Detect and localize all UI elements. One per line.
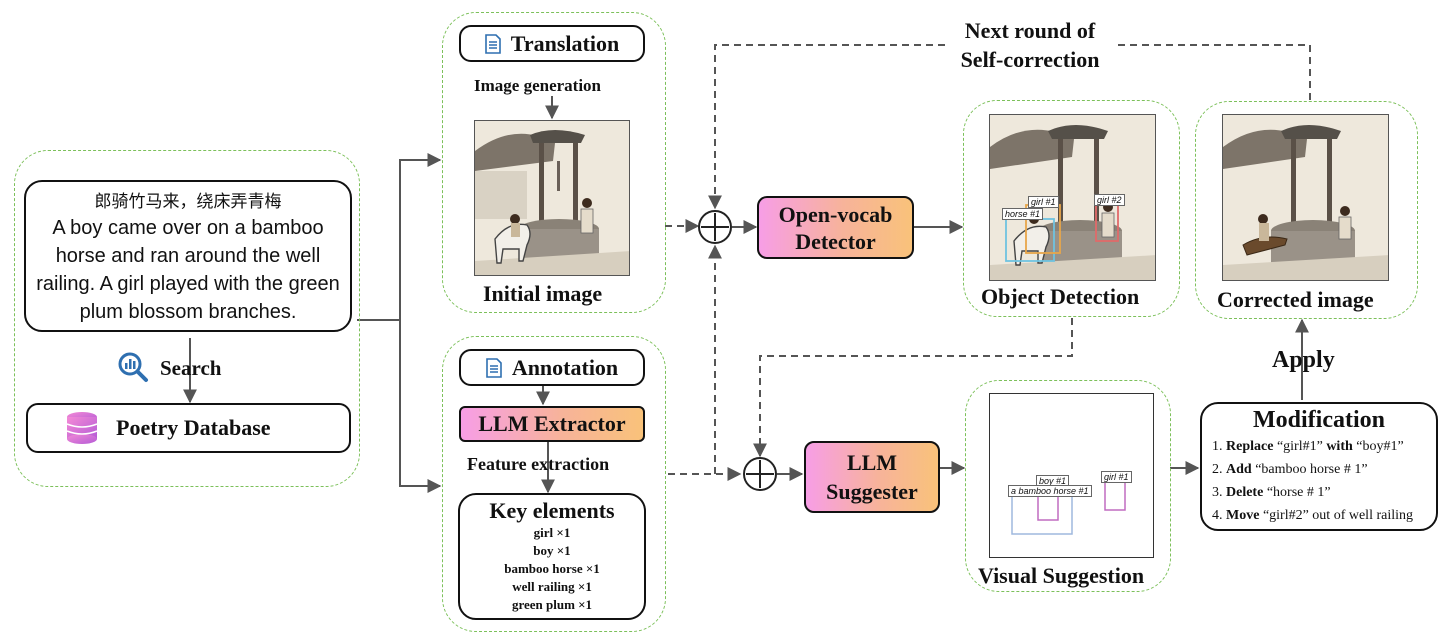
suggestion-tag: a bamboo horse #1 [1008, 485, 1092, 497]
object-detection-label: Object Detection [981, 284, 1140, 309]
poetry-database-box: Poetry Database [26, 403, 351, 453]
poem-chinese: 郎骑竹马来，绕床弄青梅 [94, 191, 282, 212]
key-elements-title: Key elements [489, 498, 615, 523]
corrected-image-label: Corrected image [1217, 287, 1374, 312]
llm-suggester-box: LLM Suggester [804, 441, 940, 513]
key-element-item: well railing ×1 [512, 579, 592, 594]
corrected-image [1222, 114, 1389, 281]
modification-box: Modification 1. Replace “girl#1” with “b… [1200, 402, 1438, 531]
poem-english: A boy came over on a bamboo horse and ra… [36, 216, 340, 323]
initial-image-label: Initial image [483, 281, 603, 306]
open-vocab-detector-label: Open-vocab Detector [778, 201, 893, 254]
visual-suggestion-label: Visual Suggestion [978, 563, 1145, 588]
key-elements-box: Key elements girl ×1 boy ×1 bamboo horse… [458, 493, 646, 620]
database-icon [64, 410, 100, 446]
annotation-label: Annotation [511, 354, 619, 380]
translation-box: Translation [459, 25, 645, 62]
search-label: Search [160, 356, 222, 380]
document-icon [484, 33, 501, 54]
object-detection-image [989, 114, 1156, 281]
next-round-label: Next round of Self-correction [960, 18, 1100, 72]
visual-suggestion-canvas: boy #1 a bamboo horse #1 girl #1 [989, 393, 1154, 558]
document-icon [486, 357, 502, 378]
object-detection-panel [963, 100, 1180, 317]
llm-suggester-label: LLM Suggester [826, 450, 918, 504]
annotation-panel [442, 336, 666, 632]
detection-tag: girl #1 [1028, 196, 1059, 208]
detection-tag: horse #1 [1002, 208, 1044, 220]
open-vocab-detector-box: Open-vocab Detector [757, 196, 914, 259]
visual-suggestion-panel [965, 380, 1171, 592]
translation-label: Translation [510, 30, 620, 56]
search-icon [117, 351, 149, 383]
llm-extractor-box: LLM Extractor [459, 406, 645, 442]
key-element-item: boy ×1 [533, 543, 571, 558]
database-label: Poetry Database [116, 415, 271, 440]
input-panel [14, 150, 360, 487]
suggestion-tag: girl #1 [1101, 471, 1132, 483]
initial-image [474, 120, 630, 276]
image-generation-label: Image generation [474, 76, 602, 95]
key-element-item: green plum ×1 [511, 597, 593, 612]
key-element-item: girl ×1 [533, 525, 571, 540]
modification-item: 4. Move “girl#2” out of well railing [1212, 508, 1414, 523]
modification-title: Modification [1253, 407, 1385, 433]
modification-item: 1. Replace “girl#1” with “boy#1” [1212, 439, 1404, 454]
modification-item: 2. Add “bamboo horse # 1” [1212, 462, 1368, 477]
llm-extractor-label: LLM Extractor [478, 411, 626, 436]
feature-extraction-label: Feature extraction [467, 454, 610, 474]
annotation-box: Annotation [459, 349, 645, 386]
modification-item: 3. Delete “horse # 1” [1212, 485, 1331, 500]
corrected-image-panel [1195, 101, 1418, 319]
detection-tag: girl #2 [1094, 194, 1125, 206]
translation-panel [442, 12, 666, 313]
key-element-item: bamboo horse ×1 [504, 561, 600, 576]
apply-label: Apply [1272, 347, 1335, 373]
poem-box: 郎骑竹马来，绕床弄青梅 A boy came over on a bamboo … [24, 180, 352, 332]
